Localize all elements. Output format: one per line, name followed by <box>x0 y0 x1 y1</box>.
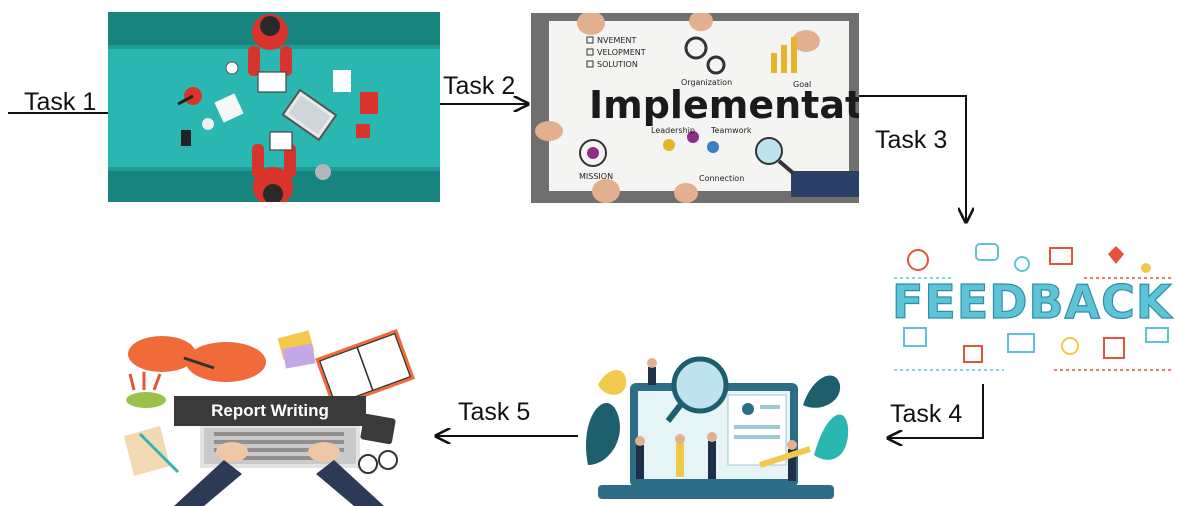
analysis-illustration <box>578 345 850 505</box>
impl-label-organization: Organization <box>681 78 732 87</box>
impl-label-connection: Connection <box>699 174 744 183</box>
feedback-image: FEEDBACK <box>884 238 1178 384</box>
report-writing-illustration: Report Writing <box>104 326 420 506</box>
impl-label-nvement: NVEMENT <box>597 36 636 45</box>
task-1-label: Task 1 <box>24 88 97 116</box>
impl-label-leadership: Leadership <box>651 126 695 135</box>
report-writing-banner: Report Writing <box>174 396 366 426</box>
task-4-label: Task 4 <box>890 400 963 428</box>
task-5-label: Task 5 <box>458 398 531 426</box>
impl-label-velopment: VELOPMENT <box>597 48 646 57</box>
impl-label-mission: MISSION <box>579 172 613 181</box>
impl-label-teamwork: Teamwork <box>710 126 752 135</box>
implementation-image: NVEMENT VELOPMENT SOLUTION Organization … <box>531 13 859 203</box>
impl-label-goal: Goal <box>793 80 811 89</box>
implementation-title: Implementation <box>589 83 859 127</box>
task-2-label: Task 2 <box>443 72 516 100</box>
task3-arrow <box>859 95 966 222</box>
meeting-illustration <box>108 12 440 202</box>
task-3-label: Task 3 <box>875 126 948 154</box>
impl-label-solution: SOLUTION <box>597 60 638 69</box>
feedback-title: FEEDBACK <box>892 275 1174 329</box>
